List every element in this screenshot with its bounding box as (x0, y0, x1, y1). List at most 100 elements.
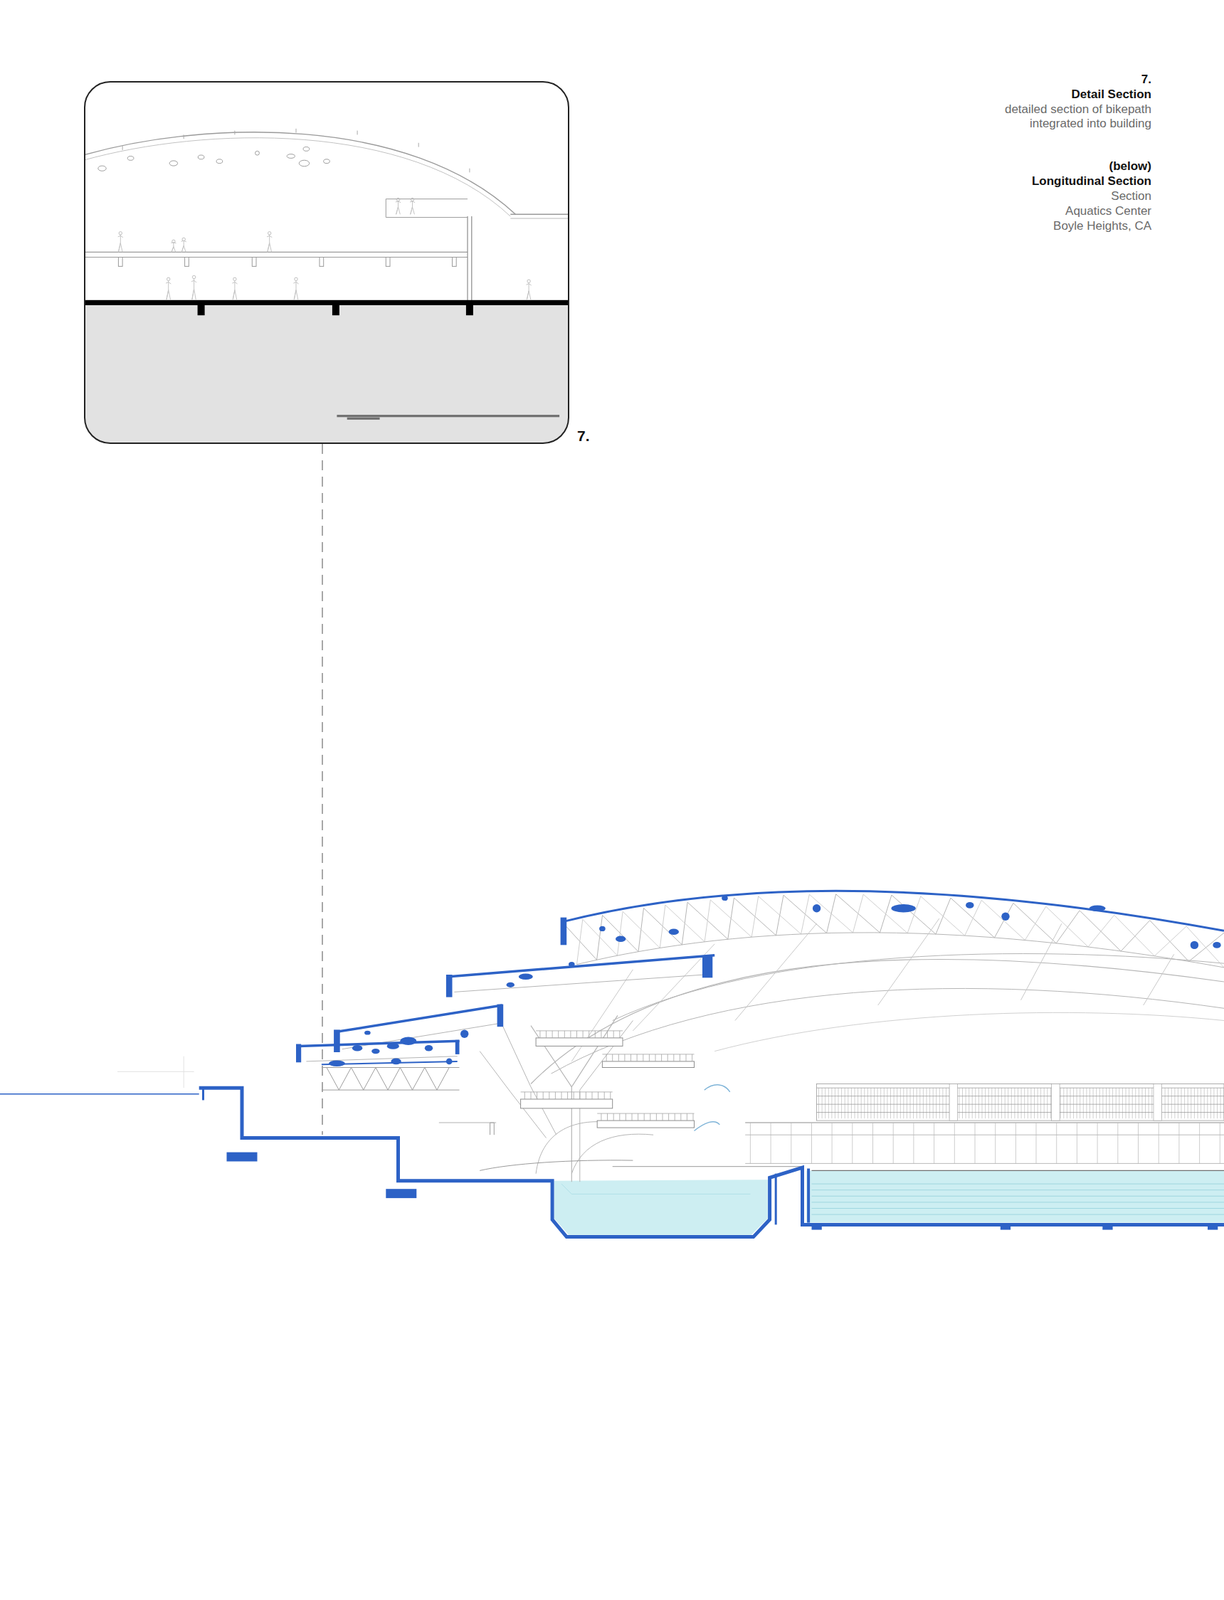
platform (385, 217, 468, 218)
seat-hatch (877, 1088, 879, 1119)
truss (326, 1068, 450, 1091)
platform-rail (644, 1113, 645, 1121)
seat-hatch (1037, 1088, 1039, 1119)
platform-rail (555, 1092, 556, 1100)
platform-rail (636, 1054, 638, 1062)
seat-hatch (1102, 1088, 1104, 1119)
railing-post (750, 1122, 751, 1164)
arch (571, 1134, 654, 1175)
roof-opening (98, 165, 107, 171)
roof-rib (468, 168, 470, 173)
roof-opening (323, 159, 331, 164)
person-figure (170, 242, 176, 244)
seat-hatch (1190, 1088, 1192, 1119)
seat-hatch (1181, 1088, 1183, 1119)
seat-hatch (1223, 1088, 1224, 1119)
seat-hatch (932, 1088, 934, 1119)
seat-hatch (965, 1088, 967, 1119)
seat-hatch (1024, 1088, 1025, 1119)
seat-hatch (903, 1088, 904, 1119)
seat-row (816, 1095, 1224, 1097)
project-location: Boyle Heights, CA (1053, 219, 1152, 234)
seat-hatch (1001, 1088, 1002, 1119)
canopy-cut (455, 1040, 460, 1055)
seat-hatch (1066, 1088, 1068, 1119)
stair (490, 1122, 495, 1136)
roof-opening (1190, 941, 1199, 950)
roof-opening (371, 1048, 380, 1054)
person-figure (165, 282, 171, 285)
roof-opening (668, 928, 679, 936)
seat-hatch (926, 1088, 928, 1119)
longitudinal-section (0, 890, 1224, 1237)
platform-rail (582, 1031, 584, 1039)
platform-rail (680, 1113, 682, 1121)
seat-hatch (834, 1088, 836, 1119)
seat-hatch (962, 1088, 963, 1119)
platform-rail (524, 1092, 526, 1100)
roof-opening (460, 1030, 469, 1039)
canopy-cut (298, 1041, 459, 1047)
footing (197, 305, 205, 316)
person-figure (191, 280, 197, 283)
roof-rib (183, 134, 185, 139)
platform-rail (536, 1092, 538, 1100)
platform-rail (579, 1092, 580, 1100)
seat-hatch (1063, 1088, 1064, 1119)
seat-hatch (1118, 1088, 1120, 1119)
footing (1102, 1224, 1113, 1230)
platform-rail (573, 1092, 575, 1100)
aisle (1051, 1084, 1061, 1122)
person-figure (526, 283, 532, 286)
railing (745, 1122, 1224, 1124)
railing-post (811, 1122, 812, 1164)
seat-hatch (861, 1088, 862, 1119)
dome-arc (551, 988, 1224, 1074)
roof-rib (357, 130, 358, 136)
pool-water (554, 1179, 768, 1236)
seat-hatch (906, 1088, 908, 1119)
section-type: Section (1110, 189, 1152, 204)
seat-hatch (982, 1088, 983, 1119)
seat-hatch (974, 1088, 976, 1119)
seat-hatch (1204, 1088, 1205, 1119)
platform-rail (667, 1054, 669, 1062)
roof-opening (197, 155, 205, 160)
seat-hatch (1105, 1088, 1107, 1119)
seat-hatch (841, 1088, 842, 1119)
platform-rail (606, 1054, 608, 1062)
railing-post (1199, 1122, 1200, 1164)
tree-column (479, 1051, 546, 1139)
footing (227, 1152, 258, 1163)
seat-hatch (988, 1088, 990, 1119)
deck-post (185, 257, 190, 267)
seat-hatch (916, 1088, 918, 1119)
roof-line (510, 218, 569, 220)
context-line (183, 1056, 185, 1089)
platform-rail (624, 1054, 625, 1062)
pool-line (561, 1184, 572, 1195)
seat-row (816, 1088, 1224, 1089)
diving-platform (520, 1099, 613, 1109)
platform-rail (545, 1031, 547, 1039)
roof-opening (965, 902, 974, 909)
seat-hatch (1187, 1088, 1189, 1119)
roof-opening (216, 159, 223, 164)
platform-rail (613, 1031, 615, 1039)
dome-lattice (577, 894, 1224, 968)
section-cut (202, 1088, 205, 1101)
platform-rail (625, 1113, 627, 1121)
seat-hatch (998, 1088, 1000, 1119)
ground-fill (84, 303, 569, 444)
seat-hatch (945, 1088, 947, 1119)
roof-opening (303, 147, 310, 152)
section-title: Detail Section (1071, 87, 1152, 102)
section-note: (below) (1109, 159, 1153, 174)
platform-rail (673, 1054, 674, 1062)
seat-hatch (1213, 1088, 1215, 1119)
seat-hatch (831, 1088, 832, 1119)
roof-opening (568, 962, 575, 968)
footing (1207, 1224, 1218, 1230)
railing-post (1117, 1122, 1118, 1164)
seat-hatch (818, 1088, 820, 1119)
